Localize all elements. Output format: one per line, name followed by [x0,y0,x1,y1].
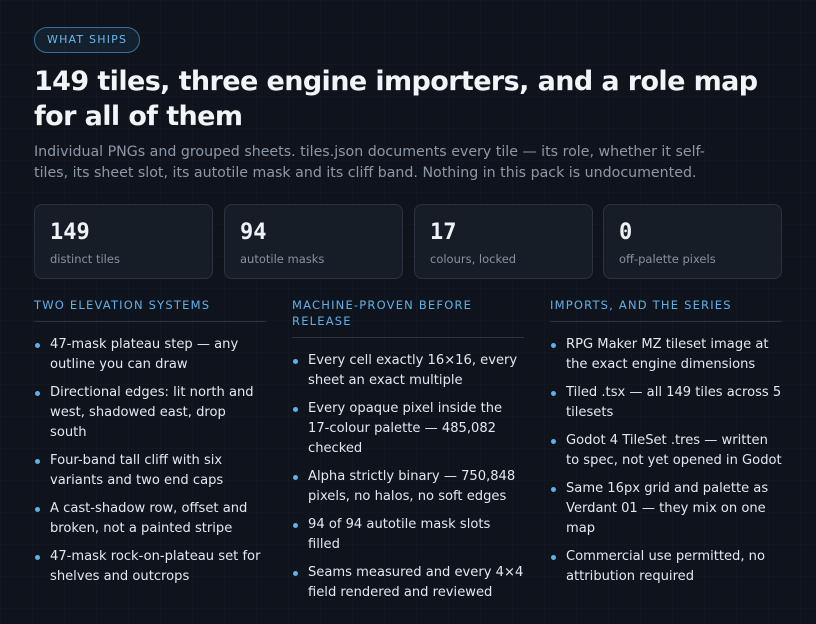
stats-row: 149 distinct tiles 94 autotile masks 17 … [34,204,782,279]
column-elevation-systems: TWO ELEVATION SYSTEMS 47-mask plateau st… [34,297,266,595]
list-item-text: Directional edges: lit north and west, s… [50,385,254,440]
stat-card-distinct-tiles: 149 distinct tiles [34,204,213,279]
list-item: 94 of 94 autotile mask slots filled [292,515,524,555]
bullet-dot-icon [293,475,298,480]
feature-list: Every cell exactly 16×16, every sheet an… [292,338,524,603]
list-item: Commercial use permitted, no attribution… [550,547,782,587]
column-machine-proven: MACHINE-PROVEN BEFORE RELEASE Every cell… [292,297,524,611]
list-item: Godot 4 TileSet .tres — written to spec,… [550,431,782,471]
list-item: RPG Maker MZ tileset image at the exact … [550,335,782,375]
stat-card-colours: 17 colours, locked [414,204,593,279]
section-intro: Individual PNGs and grouped sheets. tile… [34,144,705,181]
stat-label: off-palette pixels [619,252,716,266]
bullet-dot-icon [293,407,298,412]
list-item: Seams measured and every 4×4 field rende… [292,563,524,603]
list-item-text: 94 of 94 autotile mask slots filled [308,517,491,552]
bullet-dot-icon [35,343,40,348]
column-heading: IMPORTS, AND THE SERIES [550,297,782,322]
list-item-text: 47-mask rock-on-plateau set for shelves … [50,549,261,584]
feature-list: RPG Maker MZ tileset image at the exact … [550,322,782,587]
bullet-dot-icon [551,487,556,492]
stat-value: 149 [50,220,90,245]
list-item: Directional edges: lit north and west, s… [34,383,266,443]
bullet-dot-icon [35,459,40,464]
stat-label: distinct tiles [50,252,120,266]
stat-value: 0 [619,220,633,245]
stat-card-autotile-masks: 94 autotile masks [224,204,403,279]
bullet-dot-icon [293,523,298,528]
list-item: Every cell exactly 16×16, every sheet an… [292,351,524,391]
list-item-text: Alpha strictly binary — 750,848 pixels, … [308,469,516,504]
list-item-text: Same 16px grid and palette as Verdant 01… [566,481,769,536]
list-item-text: A cast-shadow row, offset and broken, no… [50,501,248,536]
list-item-text: 47-mask plateau step — any outline you c… [50,337,239,372]
list-item-text: Godot 4 TileSet .tres — written to spec,… [566,433,782,468]
list-item: A cast-shadow row, offset and broken, no… [34,499,266,539]
list-item-text: Tiled .tsx — all 149 tiles across 5 tile… [566,385,782,420]
bullet-dot-icon [551,555,556,560]
bullet-dot-icon [35,555,40,560]
section-badge: WHAT SHIPS [34,27,141,53]
stat-value: 17 [430,220,457,245]
list-item-text: Seams measured and every 4×4 field rende… [308,565,524,600]
list-item-text: Every opaque pixel inside the 17-colour … [308,401,503,456]
section-title: 149 tiles, three engine importers, and a… [34,66,758,132]
list-item-text: Commercial use permitted, no attribution… [566,549,765,584]
bullet-dot-icon [293,359,298,364]
bullet-dot-icon [35,507,40,512]
feature-list: 47-mask plateau step — any outline you c… [34,322,266,587]
list-item: 47-mask plateau step — any outline you c… [34,335,266,375]
stat-label: colours, locked [430,252,517,266]
list-item: Every opaque pixel inside the 17-colour … [292,399,524,459]
column-heading: TWO ELEVATION SYSTEMS [34,297,266,322]
bullet-dot-icon [551,391,556,396]
list-item: Four-band tall cliff with six variants a… [34,451,266,491]
column-imports-series: IMPORTS, AND THE SERIES RPG Maker MZ til… [550,297,782,595]
bullet-dot-icon [35,391,40,396]
list-item-text: Every cell exactly 16×16, every sheet an… [308,353,518,388]
bullet-dot-icon [551,439,556,444]
bullet-dot-icon [551,343,556,348]
stat-card-off-palette-pixels: 0 off-palette pixels [603,204,782,279]
list-item: Alpha strictly binary — 750,848 pixels, … [292,467,524,507]
column-heading: MACHINE-PROVEN BEFORE RELEASE [292,297,524,338]
list-item: 47-mask rock-on-plateau set for shelves … [34,547,266,587]
list-item-text: RPG Maker MZ tileset image at the exact … [566,337,769,372]
list-item: Same 16px grid and palette as Verdant 01… [550,479,782,539]
stat-value: 94 [240,220,267,245]
list-item: Tiled .tsx — all 149 tiles across 5 tile… [550,383,782,423]
list-item-text: Four-band tall cliff with six variants a… [50,453,224,488]
bullet-dot-icon [293,571,298,576]
stat-label: autotile masks [240,252,325,266]
